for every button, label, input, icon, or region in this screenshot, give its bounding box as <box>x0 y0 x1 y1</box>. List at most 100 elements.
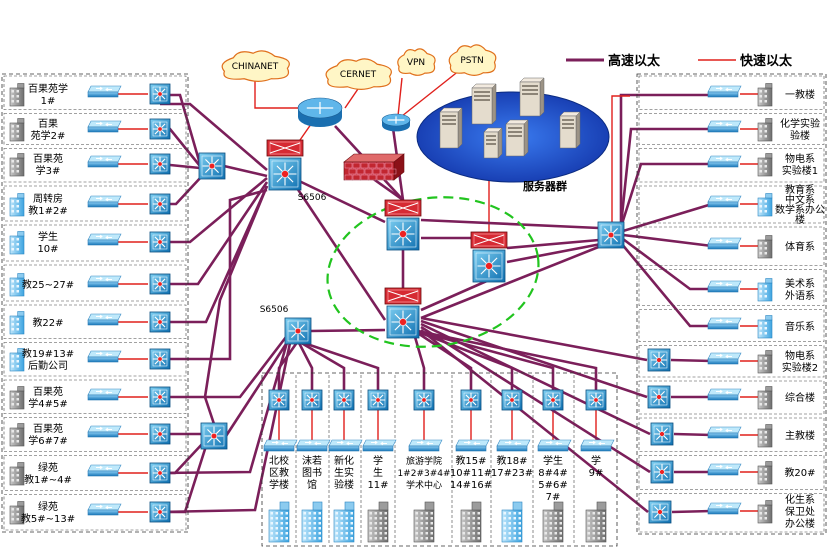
building-window <box>280 532 283 535</box>
high-speed-link <box>622 202 713 233</box>
left-access-switch-icon <box>87 350 122 363</box>
building-window <box>764 100 767 103</box>
switch-core <box>607 231 615 239</box>
building-window <box>350 522 353 525</box>
switch-front <box>707 394 739 401</box>
building-window <box>472 517 475 520</box>
right-building-icon <box>757 83 773 107</box>
switch-front <box>87 509 119 516</box>
building-window <box>345 512 348 515</box>
building-window <box>16 205 19 208</box>
switch-top <box>362 439 397 447</box>
switch-rays <box>601 225 621 245</box>
server-slot <box>522 89 538 91</box>
switch-arrows <box>96 314 112 320</box>
switch-top <box>87 313 122 321</box>
right-building-label: 验楼 <box>790 129 810 142</box>
switch-rays <box>651 389 667 405</box>
switch-core <box>659 431 665 437</box>
switch-arrows <box>589 440 605 446</box>
switch-arrows <box>96 426 112 432</box>
server-side <box>575 111 581 149</box>
building-window <box>350 537 353 540</box>
left-building-label: 苑学2# <box>31 129 66 142</box>
server-side <box>497 127 503 159</box>
building-window <box>280 517 283 520</box>
high-speed-link <box>420 328 649 514</box>
module-bevel <box>387 201 419 215</box>
building-window <box>16 238 19 241</box>
switch-core <box>421 397 427 403</box>
left-building-cell <box>3 75 187 110</box>
building-window <box>477 517 480 520</box>
switch-rays <box>152 426 168 442</box>
switch-core <box>157 126 163 132</box>
right-access-switch-icon <box>647 348 671 372</box>
switch-core <box>399 318 407 326</box>
switch-front <box>707 432 739 439</box>
bottom-building-label: 9# <box>589 468 604 479</box>
building-window <box>308 512 311 515</box>
left-building-label: 绿苑 <box>38 461 58 474</box>
building-window <box>350 532 353 535</box>
server-icon <box>559 111 581 149</box>
building-window <box>503 537 506 540</box>
building-window <box>11 100 14 103</box>
building-window <box>303 517 306 520</box>
bottom-building-icon <box>333 501 355 543</box>
bottom-building-label: 旅游学院 <box>406 455 442 467</box>
bottom-edge-switch-icon <box>501 389 523 411</box>
building-window <box>16 130 19 133</box>
vpn-cloud: VPN <box>397 48 436 76</box>
bottom-building-label: 11# <box>367 480 388 491</box>
left-access-switch-icon <box>87 313 122 326</box>
building-window <box>285 532 288 535</box>
building-window <box>369 532 372 535</box>
high-speed-link <box>420 218 600 230</box>
right-building-label: 实验楼2 <box>782 361 818 374</box>
right-building-icon <box>757 153 773 177</box>
switch-top <box>707 426 742 434</box>
switch-front <box>87 356 119 363</box>
building-window <box>16 430 19 433</box>
building-tower <box>765 315 773 321</box>
switch-rays <box>654 464 670 480</box>
building-window <box>415 532 418 535</box>
switch-rays <box>152 156 168 172</box>
bottom-edge-switch-icon <box>268 389 290 411</box>
switch-top <box>296 439 331 447</box>
bottom-building-label: 新化 <box>334 454 354 467</box>
building-window <box>303 537 306 540</box>
right-building-icon <box>757 278 773 302</box>
building-window <box>350 527 353 530</box>
right-access-switch-icon <box>707 85 742 98</box>
building-window <box>16 360 19 363</box>
high-speed-link <box>420 244 602 320</box>
switch-rays <box>152 276 168 292</box>
building-window <box>472 527 475 530</box>
building-window <box>764 290 767 293</box>
high-speed-link <box>420 278 490 312</box>
switch-core <box>341 397 347 403</box>
building-window <box>554 532 557 535</box>
bottom-access-switch-icon <box>455 439 490 452</box>
building-window <box>467 532 470 535</box>
building-window <box>11 355 14 358</box>
building-window <box>544 537 547 540</box>
building-window <box>318 532 321 535</box>
right-building-cell <box>638 493 825 533</box>
building-window <box>308 522 311 525</box>
switch-top <box>707 502 742 510</box>
switch-core <box>550 397 556 403</box>
building-tower <box>17 118 25 124</box>
left-edge-switch-icon <box>149 118 171 140</box>
bottom-building-label: 8#4# <box>538 468 567 479</box>
building-window <box>285 527 288 530</box>
server-side <box>523 119 529 157</box>
building-window <box>16 200 19 203</box>
bottom-edge-switch-icon <box>413 389 435 411</box>
fast-ethernet-link <box>611 95 630 222</box>
building-window <box>764 165 767 168</box>
right-access-switch-icon <box>707 352 742 365</box>
building-window <box>559 527 562 530</box>
